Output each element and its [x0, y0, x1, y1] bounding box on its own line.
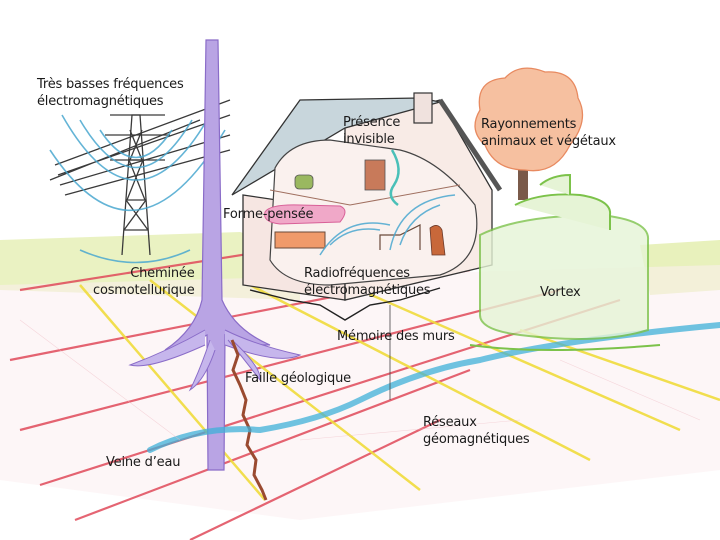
pylon-arms [105, 114, 170, 161]
cosmotelluric-chimney [128, 39, 302, 471]
water-vein [147, 322, 720, 453]
elf-wave [49, 129, 226, 212]
pencil-stroke [19, 319, 181, 441]
pencil-stroke [559, 359, 701, 421]
label-line: invisible [343, 132, 395, 147]
radiofrequency-waves [319, 194, 456, 256]
label-line: Mémoire des murs [337, 329, 455, 344]
label-cheminee-cosmotellurique: Cheminée cosmotellurique [93, 265, 195, 299]
elf-wave [61, 114, 211, 181]
label-line: Veine d’eau [106, 455, 181, 470]
grid-line-yellow [79, 284, 266, 501]
label-line: Rayonnements [481, 117, 577, 132]
geological-fault [230, 339, 268, 501]
label-forme-pensee: Forme-pensée [223, 206, 313, 223]
pylon-legs [121, 114, 151, 256]
pencil-stroke [299, 419, 521, 441]
house-chimney [413, 92, 433, 124]
label-reseaux-geomagnetiques: Réseaux géomagnétiques [423, 414, 530, 448]
label-line: Présence [343, 115, 401, 130]
tree [474, 67, 584, 200]
elf-waves [49, 114, 226, 264]
tree-trunk [518, 160, 528, 200]
label-line: géomagnétiques [423, 432, 530, 447]
chimney-root [128, 329, 206, 367]
vortex-outer [479, 213, 650, 340]
elf-wave [79, 119, 193, 169]
label-faille-geologique: Faille géologique [245, 370, 351, 387]
elf-wave [79, 249, 191, 264]
rf-wave [319, 222, 391, 256]
label-line: Cheminée [130, 266, 195, 281]
chimney-root [188, 339, 216, 392]
label-line: Faille géologique [245, 371, 351, 386]
label-line: Radiofréquences [304, 266, 410, 281]
power-lines [49, 99, 231, 196]
label-line: Réseaux [423, 415, 477, 430]
rf-wave [399, 204, 441, 246]
grid-line-red [189, 419, 441, 540]
label-line: électromagnétiques [37, 94, 164, 109]
rf-wave [389, 194, 456, 251]
label-line: cosmotellurique [93, 283, 195, 298]
bed [274, 231, 326, 249]
label-presence-invisible: Présence invisible [343, 114, 400, 148]
label-rayonnements: Rayonnements animaux et végétaux [481, 116, 616, 150]
vortex [469, 173, 661, 351]
power-pylon [49, 99, 231, 256]
label-line: électromagnétiques [304, 283, 431, 298]
grid-line-red [74, 368, 471, 522]
presence-wisp [389, 149, 400, 206]
staircase [379, 224, 421, 250]
wall-crack [249, 287, 441, 321]
label-line: Très basses fréquences [37, 77, 184, 92]
label-line: animaux et végétaux [481, 134, 616, 149]
grid-line-yellow [149, 279, 421, 491]
upper-floor [269, 184, 461, 206]
house-cutaway [269, 139, 478, 286]
vortex-base [469, 344, 661, 351]
label-line: Forme-pensée [223, 207, 314, 222]
grid-line-yellow [519, 328, 720, 402]
forme-pensee-cloud [264, 204, 346, 225]
house [231, 92, 503, 400]
label-line: Vortex [540, 285, 581, 300]
dog [429, 225, 446, 256]
tree-crown [474, 67, 584, 172]
grid-line-red [19, 288, 561, 432]
label-memoire-des-murs: Mémoire des murs [337, 328, 455, 345]
vortex-middle [514, 193, 612, 230]
pencil-texture [19, 319, 701, 441]
chimney-column [164, 39, 271, 471]
vortex-top [539, 173, 571, 195]
label-radiofrequences: Radiofréquences électromagnétiques [304, 265, 431, 299]
roof-edge [437, 98, 503, 192]
elf-wave [99, 129, 173, 159]
label-veine-d-eau: Veine d’eau [106, 454, 180, 471]
rf-wave [329, 228, 381, 246]
cabinet [364, 159, 386, 191]
label-tres-basses-frequences: Très basses fréquences électromagnétique… [37, 76, 184, 110]
label-vortex: Vortex [540, 284, 581, 301]
armchair [294, 174, 314, 190]
grid-line-yellow [359, 288, 681, 432]
